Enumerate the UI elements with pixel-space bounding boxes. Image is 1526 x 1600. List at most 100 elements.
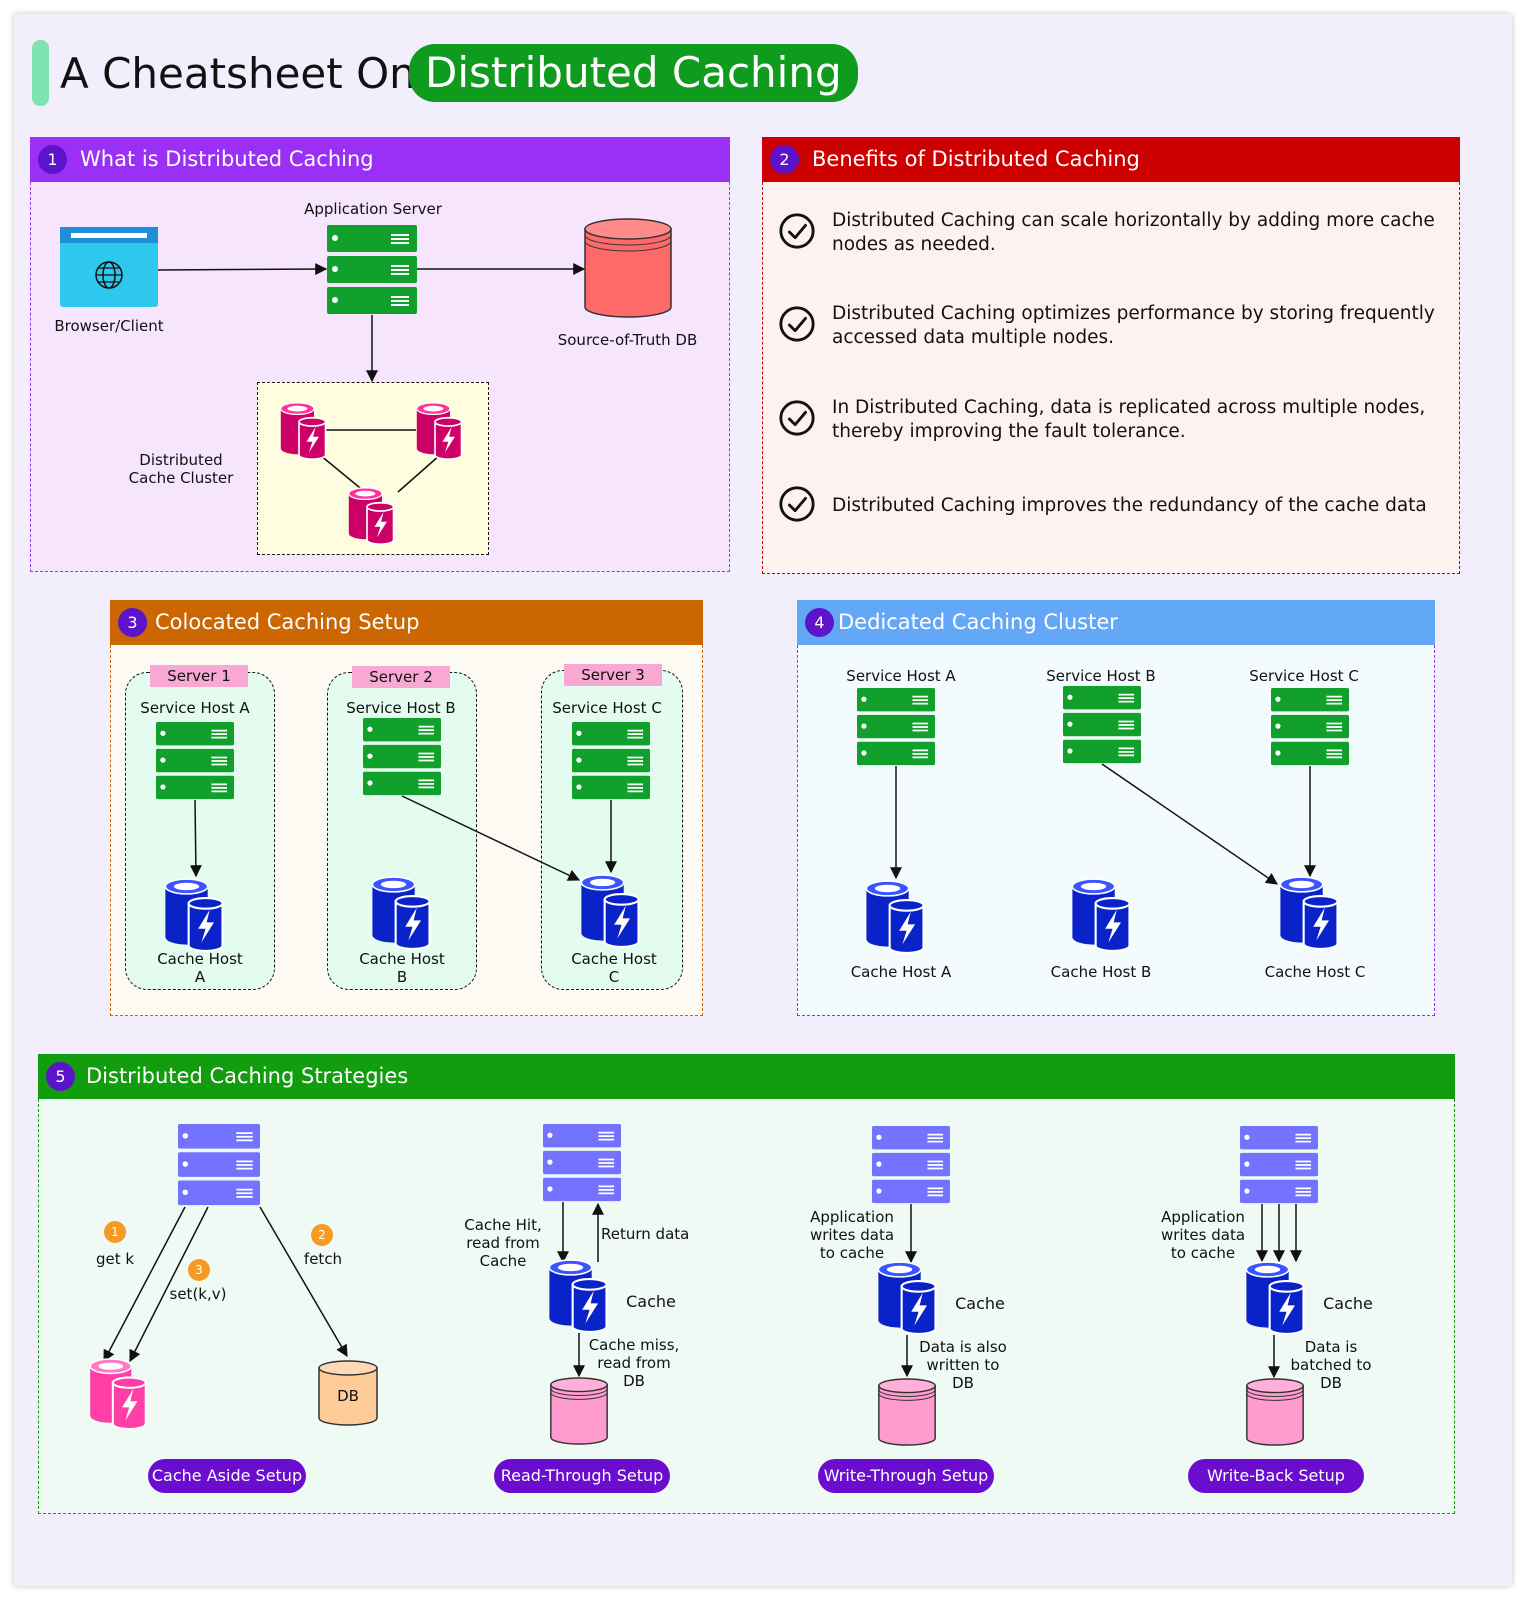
cache-host-label: Cache Host C [1264,963,1366,981]
check-icon [778,305,816,343]
browser-label: Browser/Client [54,317,164,335]
cache-icon [164,878,224,952]
server-tag: Server 2 [352,666,450,688]
get-label: get k [95,1250,135,1268]
cache-host-label: Cache Host A [850,963,952,981]
cache-icon [580,874,640,948]
cache-host-label: Cache Host B [359,950,445,986]
section-title: What is Distributed Caching [80,147,374,171]
server-icon [1063,686,1141,764]
section-strategies: 5 Distributed Caching Strategies [38,1054,1455,1514]
cache-icon [865,880,925,954]
step-badge: 1 [104,1221,126,1243]
cache-icon [1279,876,1339,950]
section-what-is: 1 What is Distributed Caching Applicatio… [30,137,730,572]
cache-icon [1071,878,1131,952]
page-title-highlight: Distributed Caching [409,44,858,102]
cache-label: Cache [626,1292,676,1311]
server-icon [1240,1126,1318,1204]
server-icon [543,1124,621,1202]
colocated-diagram [156,718,650,952]
app-server-label: Application Server [304,200,442,218]
server-icon [872,1126,950,1204]
title-accent-bar [32,40,49,106]
section-number: 4 [805,608,834,637]
cache-icon [88,1358,147,1430]
data-also-label: Data is also written to DB [919,1338,1007,1392]
section-number: 3 [118,608,147,637]
strategy-pill: Read-Through Setup [494,1459,670,1493]
cache-icon [548,1259,608,1333]
server-tag: Server 3 [564,664,662,686]
server-icon [178,1124,260,1206]
section-header: 4 Dedicated Caching Cluster [797,600,1435,645]
section-header: 1 What is Distributed Caching [30,137,730,182]
section-header: 5 Distributed Caching Strategies [38,1054,1455,1099]
section-title: Benefits of Distributed Caching [812,147,1140,171]
server-icon [572,722,650,800]
section-number: 5 [46,1062,75,1091]
server-icon [363,718,441,796]
cache-miss-label: Cache miss, read from DB [588,1336,680,1390]
cache-icon [415,402,463,460]
cache-label: Cache [955,1294,1005,1313]
browser-icon [60,227,158,307]
service-host-label: Service Host B [1046,667,1156,685]
database-icon [584,218,672,318]
server-tag: Server 1 [150,665,248,687]
server-icon [1271,688,1349,766]
section-header: 3 Colocated Caching Setup [110,600,703,645]
benefit-item: Distributed Caching optimizes performanc… [832,303,1435,348]
service-host-label: Service Host B [346,699,456,717]
service-host-label: Service Host C [1249,667,1359,685]
dedicated-diagram [857,686,1349,954]
step-badge: 2 [311,1224,333,1246]
cache-host-label: Cache Host A [157,950,243,986]
section-title: Colocated Caching Setup [155,610,420,634]
service-host-label: Service Host A [846,667,956,685]
fetch-label: fetch [303,1250,343,1268]
server-icon [156,722,234,800]
strategies-diagram [88,1124,1318,1446]
check-icon [778,399,816,437]
benefit-item: Distributed Caching improves the redunda… [832,495,1427,516]
db-label: Source-of-Truth DB [557,331,698,349]
cache-hit-label: Cache Hit, read from Cache [464,1216,542,1270]
section-title: Distributed Caching Strategies [86,1064,409,1088]
section-number: 2 [770,145,799,174]
cluster-label: Distributed Cache Cluster [128,451,234,487]
check-icon [778,485,816,523]
cache-icon [1245,1261,1305,1335]
strategy-pill: Cache Aside Setup [148,1459,306,1493]
service-host-label: Service Host A [140,699,250,717]
cache-icon [347,487,395,545]
section-number: 1 [38,145,67,174]
cache-icon [877,1261,937,1335]
app-writes-label: Application writes data to cache [809,1208,895,1262]
db-label: DB [337,1387,359,1405]
section-title: Dedicated Caching Cluster [838,610,1118,634]
check-icon [778,212,816,250]
cache-host-label: Cache Host B [1050,963,1152,981]
cache-icon [279,402,327,460]
return-data-label: Return data [601,1225,690,1243]
section-benefits: 2 Benefits of Distributed Caching Distri… [762,137,1460,574]
section-dedicated: 4 Dedicated Caching Cluster Service Host… [797,600,1435,1016]
section-colocated: 3 Colocated Caching Setup Server 1 Serve… [110,600,703,1016]
set-label: set(k,v) [169,1285,227,1303]
database-icon [318,1360,378,1426]
what-is-diagram [60,218,672,545]
strategy-pill: Write-Back Setup [1188,1459,1364,1493]
section-header: 2 Benefits of Distributed Caching [762,137,1460,182]
app-writes-label: Application writes data to cache [1160,1208,1246,1262]
server-icon [327,225,417,315]
section-body [38,1099,1455,1514]
cache-host-label: Cache Host C [571,950,657,986]
benefit-item: In Distributed Caching, data is replicat… [832,397,1426,442]
server-icon [857,688,935,766]
cache-icon [371,876,431,950]
section-body [762,182,1460,574]
page-title: A Cheatsheet On [60,49,416,98]
strategy-pill: Write-Through Setup [818,1459,994,1493]
data-batched-label: Data is batched to DB [1290,1338,1372,1392]
